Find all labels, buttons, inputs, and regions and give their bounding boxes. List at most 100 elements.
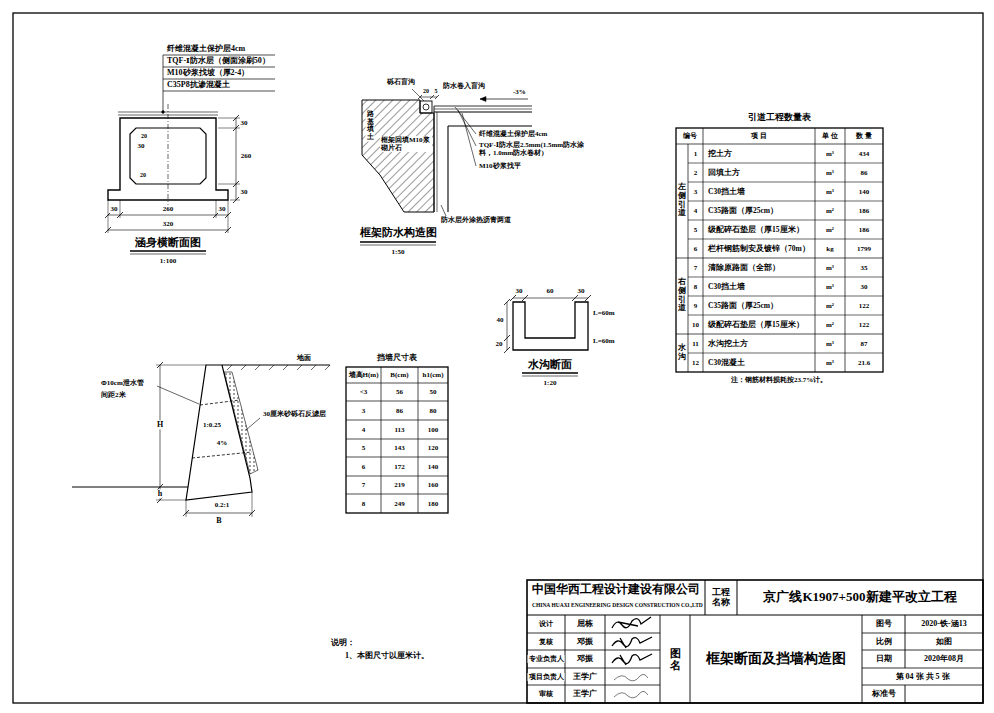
line-work: [437, 112, 438, 212]
drawing-text: 回填土方: [707, 168, 741, 177]
drawing-text: 砾石盲沟: [386, 78, 416, 86]
line-work: [612, 654, 652, 665]
drawing-text: 水沟挖土方: [707, 339, 749, 348]
drawing-text: 434: [858, 149, 871, 157]
line-work: [522, 376, 578, 377]
drawing-text: 地面: [296, 354, 312, 362]
drawing-text: 186: [858, 225, 871, 233]
drawing-text: m³: [825, 149, 835, 157]
drawing-text: h1(cm): [422, 371, 445, 379]
drawing-text: 180: [427, 499, 440, 507]
drawing-text: 1:50: [391, 248, 406, 256]
drawing-text: 86: [860, 168, 869, 176]
drawing-text: 屈栋: [576, 619, 594, 628]
line-work: [360, 241, 436, 242]
drawing-text: L=60m: [592, 337, 616, 345]
line-work: [614, 691, 648, 698]
drawing-text: 王学广: [572, 689, 598, 698]
drawing-text: 249: [393, 499, 406, 507]
drawing-text: 30: [240, 119, 249, 127]
drawing-text: 左侧引道: [677, 183, 687, 218]
drawing-text: 30: [110, 205, 119, 213]
drawing-text: 中国华西工程设计建设有限公司: [531, 583, 701, 597]
drawing-text: 数 量: [855, 132, 873, 140]
line-work: [228, 200, 229, 233]
line-work: [200, 400, 240, 405]
drawing-text: h: [157, 489, 163, 498]
drawing-text: 如图: [935, 637, 953, 646]
line-work: [186, 513, 252, 514]
drawing-text: 140: [858, 187, 871, 195]
drawing-text: 3: [361, 406, 367, 414]
line-work: [362, 100, 434, 212]
drawing-text: m³: [825, 358, 835, 366]
drawing-text: m³: [825, 168, 835, 176]
drawing-text: C35P8抗渗混凝土: [166, 80, 231, 89]
drawing-text: 防水卷入盲沟: [442, 82, 486, 90]
line-work: [130, 254, 206, 255]
drawing-text: 260: [162, 205, 175, 213]
drawing-text: 5: [361, 444, 367, 452]
drawing-text: C30挡土墙: [707, 187, 746, 196]
drawing-text: C30混凝土: [707, 358, 746, 367]
line-work: [676, 128, 883, 372]
line-work: [360, 245, 436, 246]
line-work: [186, 500, 187, 517]
drawing-text: 21.6: [857, 358, 871, 366]
line-work: [156, 365, 206, 366]
drawing-text: <3: [359, 388, 369, 396]
line-work: [513, 302, 588, 350]
line-work: [105, 212, 231, 233]
drawing-text: 87: [860, 339, 869, 347]
line-work: [108, 230, 228, 231]
drawing-text: 1: [693, 149, 699, 157]
drawing-text: 引道工程数量表: [747, 112, 812, 122]
drawing-text: 1799: [856, 244, 872, 252]
drawing-text: 56: [395, 388, 404, 396]
drawing-text: 86: [395, 406, 404, 414]
line-work: [688, 163, 883, 353]
line-work: [230, 200, 240, 201]
drawing-text: 11: [691, 339, 700, 347]
drawing-text: 墙高H(m): [348, 371, 380, 379]
drawing-text: 30厘米砂砾石反滤层: [262, 410, 327, 418]
drawing-text: 设计: [538, 620, 554, 628]
drawing-text: 1、本图尺寸以厘米计。: [344, 651, 430, 660]
line-work: [448, 125, 532, 126]
drawing-text: 2: [693, 168, 699, 176]
line-work: [614, 674, 648, 681]
drawing-text: 专业负责人: [528, 655, 565, 663]
drawing-text: 5: [693, 225, 699, 233]
drawing-text: m²: [825, 320, 835, 328]
line-work: [183, 510, 255, 516]
line-work: [233, 115, 239, 203]
line-work: [507, 302, 508, 350]
line-work: [612, 637, 652, 648]
drawing-text: m²: [825, 206, 835, 214]
drawing-text: 320: [162, 220, 175, 228]
drawing-text: 80: [429, 406, 438, 414]
drawing-text: 120: [427, 444, 440, 452]
drawing-text: 图号: [875, 619, 893, 628]
line-work: [434, 106, 532, 107]
drawing-text: 113: [393, 425, 405, 433]
line-work: [168, 104, 169, 206]
drawing-text: M10砂浆找坡（厚2-4）: [166, 68, 250, 77]
drawing-text: 涵身横断面图: [134, 236, 202, 249]
drawing-text: B(cm): [389, 371, 409, 379]
drawing-text: m³: [825, 263, 835, 271]
line-work: [423, 104, 429, 110]
line-work: [504, 299, 510, 353]
drawing-text: 注：钢筋材料损耗按23.7%计。: [730, 376, 828, 384]
drawing-text: 10: [691, 320, 700, 328]
drawing-text: 6: [693, 244, 699, 252]
drawing-text: 项 目: [750, 132, 768, 140]
line-work: [420, 101, 432, 113]
line-work: [522, 372, 578, 373]
drawing-text: 挖土方: [707, 149, 733, 158]
drawing-text: M10砂浆找平: [478, 162, 522, 170]
drawing-text: 京广线K1907+500新建平改立工程: [762, 590, 957, 605]
drawing-text: 级配碎石垫层（厚15厘米）: [707, 225, 805, 234]
drawing-text: 右侧引道: [677, 278, 687, 313]
